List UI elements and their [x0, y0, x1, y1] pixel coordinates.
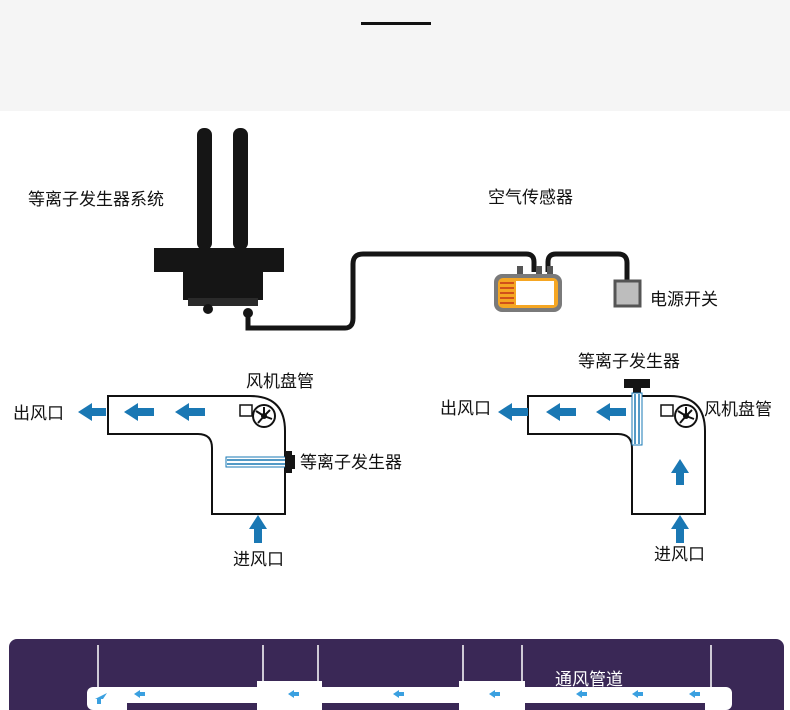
right-fan-coil-label: 风机盘管 [704, 400, 772, 419]
air-sensor-label: 空气传感器 [488, 188, 573, 207]
left-plasma-probe [225, 451, 295, 473]
power-switch-box [613, 279, 642, 308]
header-divider [361, 22, 431, 25]
left-outlet-label: 出风口 [13, 404, 64, 423]
right-airflow-arrows [498, 403, 689, 543]
left-inlet-label: 进风口 [233, 550, 284, 569]
left-fan-coil-label: 风机盘管 [246, 372, 314, 391]
plasma-system-label: 等离子发生器系统 [28, 190, 164, 209]
power-cable [545, 251, 630, 290]
sensor-cable [245, 251, 537, 331]
right-plasma-probe [624, 379, 650, 446]
left-plasma-label: 等离子发生器 [300, 453, 402, 472]
left-duct-outline [107, 395, 286, 515]
power-switch-label: 电源开关 [650, 290, 718, 309]
plasma-generator-device [154, 128, 284, 318]
duct-label: 通风管道 [555, 670, 623, 689]
duct-diagram [87, 645, 732, 710]
right-duct-outline [527, 395, 706, 515]
header-band [0, 0, 790, 111]
left-airflow-arrows [78, 403, 267, 543]
air-sensor-device [494, 266, 562, 312]
right-inlet-label: 进风口 [654, 545, 705, 564]
right-outlet-label: 出风口 [440, 399, 491, 418]
duct-panel: 通风管道 [9, 639, 784, 710]
right-fan-icon [660, 404, 698, 428]
left-fan-icon [239, 404, 276, 428]
right-plasma-label: 等离子发生器 [578, 352, 680, 371]
